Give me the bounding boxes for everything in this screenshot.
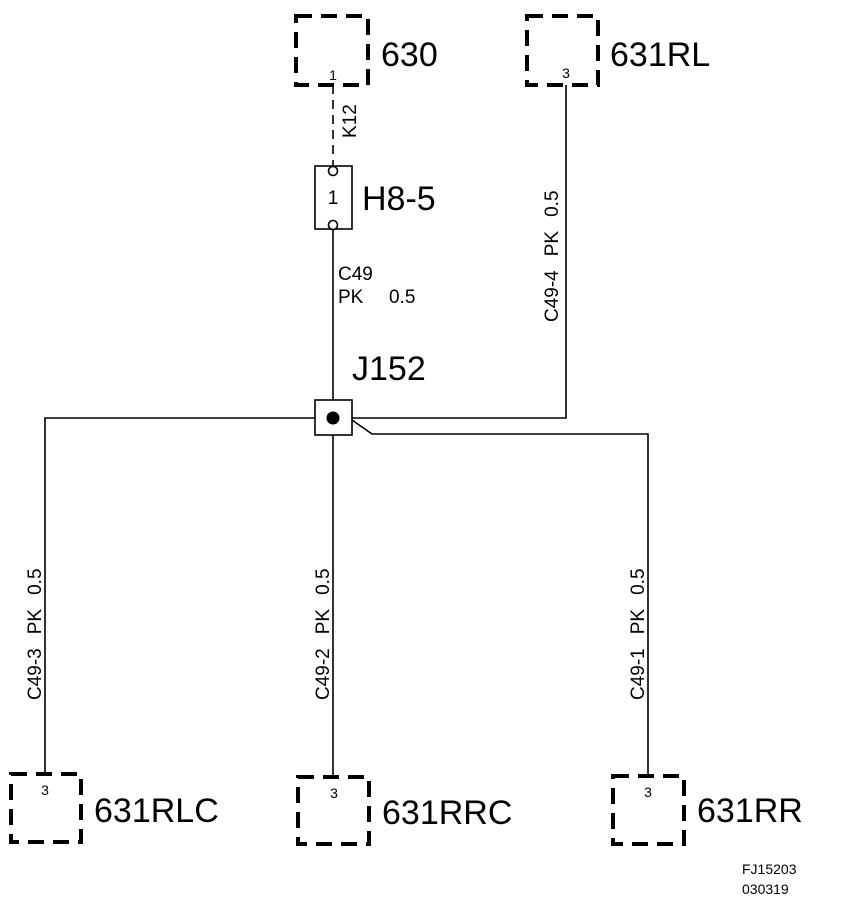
connector-630-pin: 1 (329, 67, 337, 83)
connector-631rlc-label: 631RLC (94, 792, 219, 830)
wire-c49-1-size: 0.5 (628, 568, 649, 594)
wire-c49-3 (44, 417, 315, 772)
connector-631rlc-body (9, 772, 83, 844)
fuse-h8-5-pin: 1 (328, 188, 339, 209)
wire-c49-2-circuit: C49-2 (313, 648, 334, 700)
wire-c49-color: PK (338, 287, 364, 308)
connector-631rrc-body (296, 775, 371, 846)
wire-c49-3-size: 0.5 (25, 568, 46, 594)
connector-630-body (294, 14, 370, 87)
wire-c49-4-size: 0.5 (542, 190, 563, 216)
wire-c49-4-color: PK (542, 231, 563, 257)
wire-c49-4-circuit: C49-4 (542, 270, 563, 322)
connector-631rr: 3 631RR (611, 774, 803, 846)
connector-631rl-label: 631RL (610, 36, 710, 74)
wire-c49-3-label: C49-3 PK 0.5 (25, 568, 46, 700)
connector-631rr-pin: 3 (644, 784, 652, 800)
wire-c49-size: 0.5 (389, 287, 415, 308)
wire-c49-2-color: PK (313, 609, 334, 635)
connector-631rl-pin: 3 (562, 65, 570, 81)
connector-631rr-label: 631RR (697, 792, 803, 830)
connector-631rrc-pin: 3 (330, 785, 338, 801)
wire-c49-1 (351, 419, 649, 775)
figure-date: 030319 (742, 881, 789, 897)
wire-c49-4 (352, 85, 567, 419)
wire-k12-label: K12 (340, 104, 361, 138)
wire-c49-2-size: 0.5 (313, 568, 334, 594)
wire-c49-4-label: C49-4 PK 0.5 (542, 190, 563, 322)
fuse-h8-5: 1 H8-5 (314, 165, 436, 231)
wire-c49-1-circuit: C49-1 (628, 648, 649, 700)
wire-c49-3-color: PK (25, 609, 46, 635)
junction-j152-node (326, 411, 340, 425)
connector-631rr-body (611, 774, 686, 846)
junction-j152: J152 (314, 350, 426, 436)
wire-c49-circuit: C49 (338, 264, 373, 285)
connector-631rlc: 3 631RLC (9, 772, 219, 844)
wire-c49-3-circuit: C49-3 (25, 648, 46, 700)
connector-631rrc-label: 631RRC (382, 794, 512, 832)
wire-c49-1-color: PK (628, 609, 649, 635)
fuse-h8-5-terminal-top (327, 165, 339, 177)
wire-c49-1-label: C49-1 PK 0.5 (628, 568, 649, 700)
connector-631rrc: 3 631RRC (296, 775, 512, 846)
connector-631rl-body (525, 14, 600, 87)
fuse-h8-5-label: H8-5 (362, 180, 436, 218)
connector-630-label: 630 (381, 36, 438, 74)
connector-631rlc-pin: 3 (41, 782, 49, 798)
connector-630: 1 630 (294, 14, 438, 87)
fuse-h8-5-body (314, 165, 353, 230)
figure-id: FJ15203 (742, 861, 797, 877)
fuse-h8-5-terminal-bottom (327, 219, 339, 231)
wire-c49-2-label: C49-2 PK 0.5 (313, 568, 334, 700)
connector-631rl: 3 631RL (525, 14, 710, 87)
junction-j152-label: J152 (352, 350, 426, 388)
